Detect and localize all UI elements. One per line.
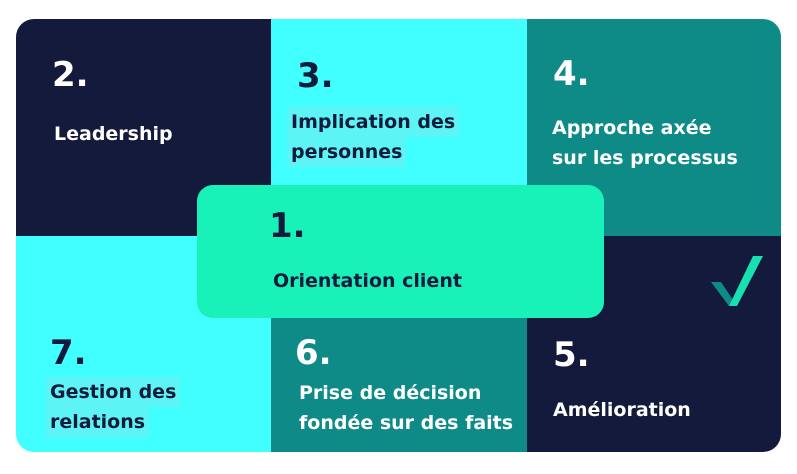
principle-number: 2.: [52, 55, 89, 95]
principle-label-line: fondée sur des faits: [299, 412, 514, 434]
principle-number: 5.: [553, 335, 590, 375]
principle-tile-relations: 7. Gestion des relations: [16, 236, 271, 452]
principle-number: 4.: [553, 54, 590, 94]
principle-label-line: Gestion des: [46, 377, 181, 407]
principle-label: Implication des personnes: [287, 107, 460, 167]
principle-number: 6.: [295, 333, 332, 373]
principle-label-line: Approche axée: [552, 117, 712, 139]
principle-label: Orientation client: [273, 270, 462, 292]
checkmark-logo-icon: [711, 256, 763, 306]
principle-label: Leadership: [54, 123, 173, 145]
principles-board: 2. Leadership 3. Implication des personn…: [16, 19, 781, 452]
principle-label: Gestion des relations: [46, 377, 181, 437]
principle-label: Prise de décision fondée sur des faits: [299, 378, 513, 438]
principle-label-line: sur les processus: [552, 147, 738, 169]
principle-label: Amélioration: [553, 399, 691, 421]
principle-number: 1.: [269, 206, 306, 246]
principle-label-line: Implication des: [287, 107, 460, 137]
principle-label-line: Prise de décision: [299, 382, 482, 404]
principle-number: 3.: [297, 56, 334, 96]
principle-tile-processus: 4. Approche axée sur les processus: [527, 19, 781, 236]
principle-label-line: personnes: [287, 137, 407, 167]
principle-label: Approche axée sur les processus: [552, 113, 738, 173]
principle-tile-orientation-client: 1. Orientation client: [197, 185, 604, 318]
principle-tile-leadership: 2. Leadership: [16, 19, 271, 236]
principle-number: 7.: [50, 333, 87, 373]
principle-label-line: relations: [46, 407, 150, 437]
